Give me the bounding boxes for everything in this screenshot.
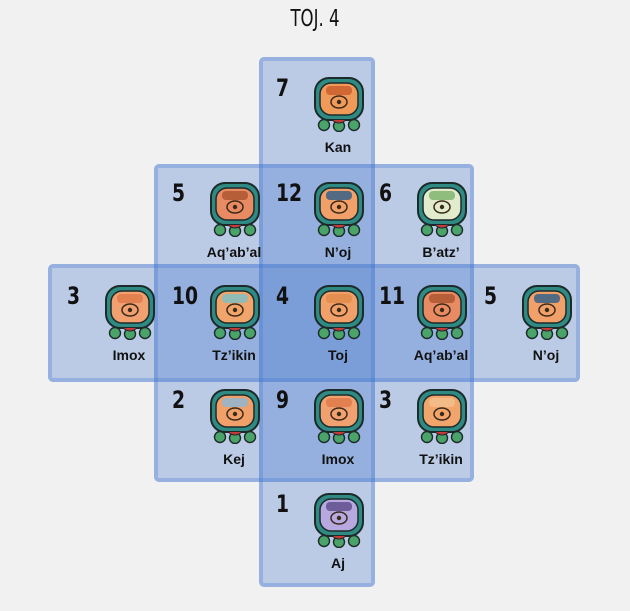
day-name: N’oj xyxy=(494,347,598,363)
day-number: 5 xyxy=(484,282,497,310)
day-glyph-icon xyxy=(208,181,262,237)
day-name: Kan xyxy=(286,139,390,155)
diagram-title: TOJ. 4 xyxy=(88,6,542,32)
day-number: 12 xyxy=(276,179,302,207)
day-glyph-icon xyxy=(103,284,157,340)
day-glyph-icon xyxy=(415,388,469,444)
day-glyph-icon xyxy=(415,181,469,237)
day-glyph-icon xyxy=(520,284,574,340)
day-number: 9 xyxy=(276,386,289,414)
day-number: 5 xyxy=(172,179,185,207)
day-number: 1 xyxy=(276,490,289,518)
day-glyph-icon xyxy=(415,284,469,340)
day-number: 11 xyxy=(379,282,405,310)
day-name: B’atz’ xyxy=(389,244,493,260)
day-glyph-icon xyxy=(208,388,262,444)
day-number: 3 xyxy=(379,386,392,414)
day-glyph-icon xyxy=(312,492,366,548)
day-glyph-icon xyxy=(312,388,366,444)
day-glyph-icon xyxy=(208,284,262,340)
day-name: Tz’ikin xyxy=(389,451,493,467)
day-number: 4 xyxy=(276,282,289,310)
day-number: 7 xyxy=(276,74,289,102)
day-glyph-icon xyxy=(312,181,366,237)
day-number: 10 xyxy=(172,282,198,310)
day-number: 2 xyxy=(172,386,185,414)
day-number: 3 xyxy=(67,282,80,310)
day-name: Aj xyxy=(286,555,390,571)
day-glyph-icon xyxy=(312,284,366,340)
day-glyph-icon xyxy=(312,76,366,132)
day-number: 6 xyxy=(379,179,392,207)
